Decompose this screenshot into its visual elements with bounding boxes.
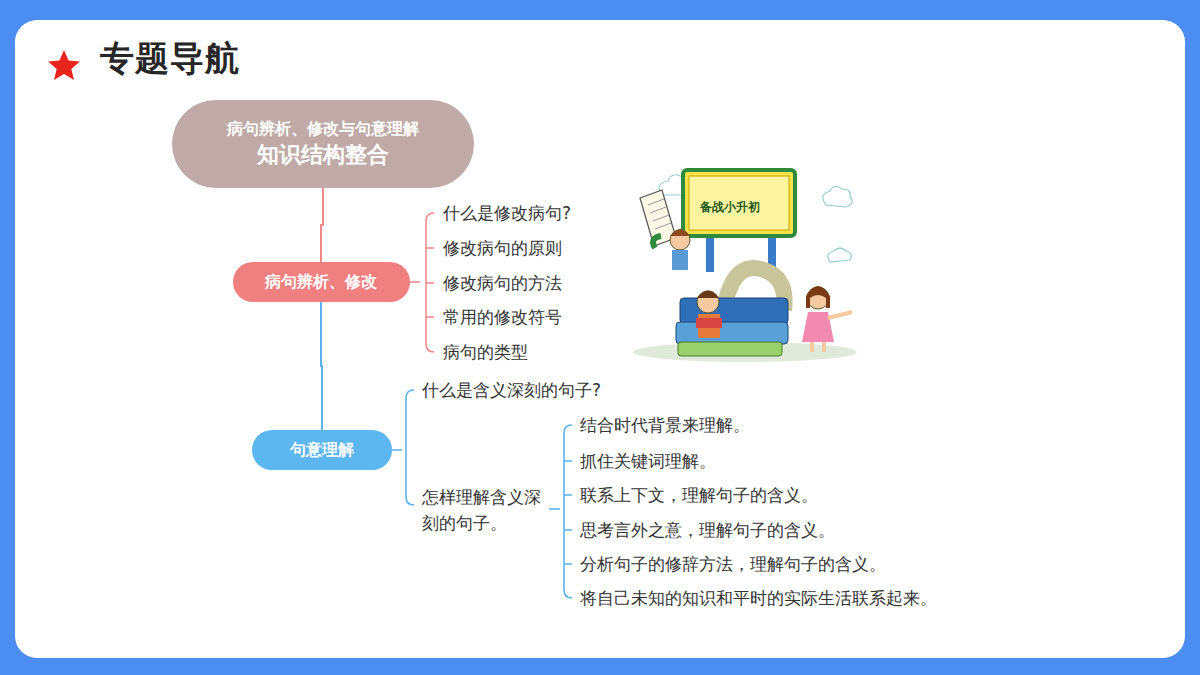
- node-text: 句意理解: [290, 439, 354, 461]
- branch-text: 修改病句的原则: [443, 237, 562, 259]
- branch-text: 分析句子的修辞方法，理解句子的含义。: [580, 553, 886, 575]
- branch-text: 修改病句的方法: [443, 272, 562, 294]
- page-title: 专题导航: [100, 36, 240, 82]
- node-text: 知识结构整合: [257, 140, 389, 170]
- branch-text: 怎样理解含义深刻的句子。: [422, 484, 544, 536]
- node-text: 病句辨析、修改与句意理解: [227, 118, 419, 140]
- connector: [321, 302, 322, 430]
- branch-text: 病句的类型: [443, 341, 528, 363]
- sign-text: 备战小升初: [700, 196, 760, 218]
- branch-text: 思考言外之意，理解句子的含义。: [580, 519, 835, 541]
- star-icon: [48, 50, 80, 80]
- illustration: [632, 150, 860, 362]
- bracket: [392, 390, 572, 598]
- branch-text: 抓住关键词理解。: [580, 450, 716, 472]
- node-text: 病句辨析、修改: [265, 271, 377, 293]
- category-pill: 句意理解: [252, 430, 392, 470]
- category-pill: 病句辨析、修改: [233, 262, 410, 302]
- branch-text: 常用的修改符号: [443, 306, 562, 328]
- connector: [321, 188, 323, 262]
- root-pill: 病句辨析、修改与句意理解知识结构整合: [172, 100, 474, 188]
- branch-text: 结合时代背景来理解。: [580, 414, 750, 436]
- branch-text: 什么是含义深刻的句子?: [422, 379, 601, 401]
- bracket: [410, 213, 434, 352]
- branch-text: 将自己未知的知识和平时的实际生活联系起来。: [580, 587, 937, 609]
- branch-text: 联系上下文，理解句子的含义。: [580, 484, 818, 506]
- branch-text: 什么是修改病句?: [443, 202, 571, 224]
